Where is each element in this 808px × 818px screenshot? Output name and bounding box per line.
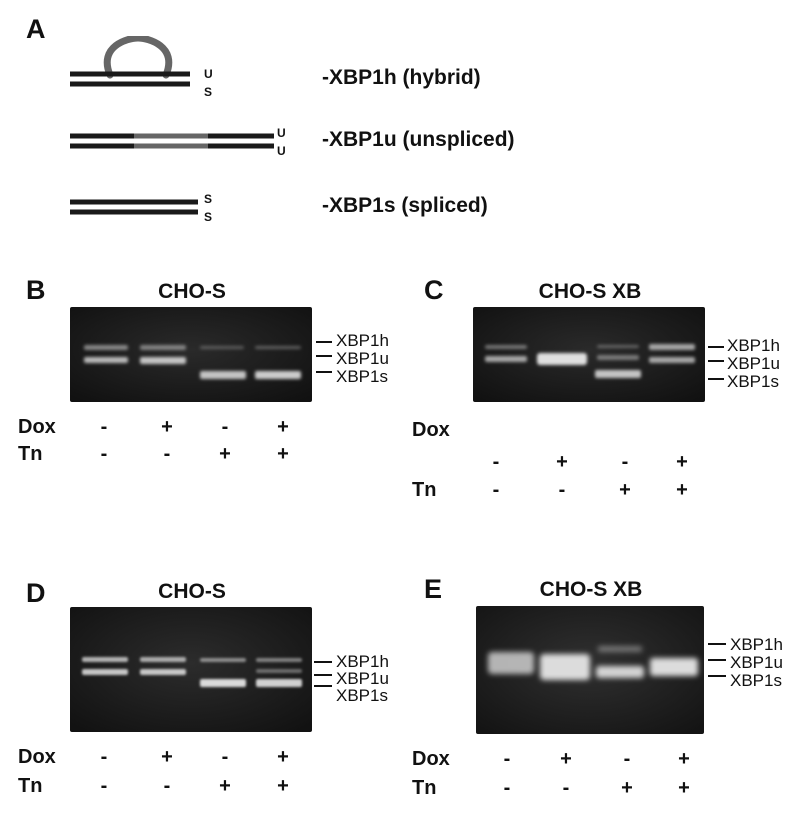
- dox-c-lane1: -: [492, 451, 500, 473]
- dox-label-e: Dox: [412, 748, 450, 770]
- dox-b-lane2: +: [161, 416, 173, 438]
- tn-c-lane2: -: [558, 479, 566, 501]
- tn-label-b: Tn: [18, 443, 43, 465]
- schema-hybrid-label: -XBP1h (hybrid): [322, 66, 481, 89]
- tn-d-lane3: +: [219, 775, 231, 797]
- tn-b-lane3: +: [219, 443, 231, 465]
- band-label-d-xbp1u: XBP1u: [336, 669, 389, 688]
- gel-image-b: [70, 307, 312, 402]
- dox-e-lane1: -: [503, 748, 511, 770]
- tn-d-lane1: -: [100, 775, 108, 797]
- band-label-e-xbp1h: XBP1h: [730, 635, 783, 654]
- dox-label-b: Dox: [18, 416, 56, 438]
- dox-b-lane3: -: [221, 416, 229, 438]
- tn-label-c: Tn: [412, 479, 437, 501]
- band-ticks-b: [316, 341, 332, 373]
- panel-c-title: CHO-S XB: [538, 280, 642, 303]
- band-label-e-xbp1u: XBP1u: [730, 653, 783, 672]
- schema-spliced-icon: [70, 199, 198, 215]
- band-label-b-xbp1s: XBP1s: [336, 367, 388, 386]
- band-ticks-d: [314, 661, 332, 687]
- gel-image-d: [70, 607, 312, 732]
- tn-b-lane2: -: [163, 443, 171, 465]
- band-label-d-xbp1s: XBP1s: [336, 686, 388, 705]
- dox-label-d: Dox: [18, 746, 56, 768]
- dox-e-lane3: -: [623, 748, 631, 770]
- dox-label-c: Dox: [412, 419, 450, 441]
- tn-c-lane4: +: [676, 479, 688, 501]
- tn-b-lane4: +: [277, 443, 289, 465]
- dox-d-lane3: -: [221, 746, 229, 768]
- gel-image-e: [476, 606, 704, 734]
- schema-hybrid-top-end: U: [204, 67, 213, 81]
- schema-hybrid-bottom-end: S: [204, 85, 213, 99]
- dox-d-lane2: +: [161, 746, 173, 768]
- dox-c-lane4: +: [676, 451, 688, 473]
- schema-unspliced-icon: [70, 133, 274, 149]
- tn-b-lane1: -: [100, 443, 108, 465]
- tn-e-lane1: -: [503, 777, 511, 799]
- dox-b-lane1: -: [100, 416, 108, 438]
- dox-e-lane2: +: [560, 748, 572, 770]
- band-ticks-c: [708, 346, 724, 380]
- tn-label-e: Tn: [412, 777, 437, 799]
- schema-spliced-top-end: S: [204, 192, 213, 206]
- schema-spliced-label: -XBP1s (spliced): [322, 194, 488, 217]
- schema-unspliced-label: -XBP1u (unspliced): [322, 128, 515, 151]
- band-label-c-xbp1h: XBP1h: [727, 336, 780, 355]
- dox-e-lane4: +: [678, 748, 690, 770]
- gel-image-c: [473, 307, 705, 402]
- tn-e-lane3: +: [621, 777, 633, 799]
- schema-unspliced-top-end: U: [277, 126, 286, 140]
- panel-b-title: CHO-S: [158, 280, 226, 303]
- tn-label-d: Tn: [18, 775, 43, 797]
- band-ticks-e: [708, 643, 726, 677]
- tn-c-lane3: +: [619, 479, 631, 501]
- band-label-c-xbp1u: XBP1u: [727, 354, 780, 373]
- tn-c-lane1: -: [492, 479, 500, 501]
- schema-spliced-bottom-end: S: [204, 210, 213, 224]
- band-label-b-xbp1h: XBP1h: [336, 331, 389, 350]
- panel-a-letter: A: [26, 14, 46, 44]
- panel-b-letter: B: [26, 275, 46, 305]
- schema-unspliced-bottom-end: U: [277, 144, 286, 158]
- schema-hybrid-icon: [70, 36, 190, 87]
- panel-d-letter: D: [26, 578, 46, 608]
- panel-d-title: CHO-S: [158, 580, 226, 603]
- band-label-b-xbp1u: XBP1u: [336, 349, 389, 368]
- band-label-c-xbp1s: XBP1s: [727, 372, 779, 391]
- dox-c-lane2: +: [556, 451, 568, 473]
- dox-d-lane4: +: [277, 746, 289, 768]
- panel-e-letter: E: [424, 574, 443, 604]
- band-label-e-xbp1s: XBP1s: [730, 671, 782, 690]
- tn-e-lane2: -: [562, 777, 570, 799]
- tn-d-lane4: +: [277, 775, 289, 797]
- panel-c-letter: C: [424, 275, 444, 305]
- tn-d-lane2: -: [163, 775, 171, 797]
- panel-e-title: CHO-S XB: [539, 578, 643, 601]
- dox-b-lane4: +: [277, 416, 289, 438]
- tn-e-lane4: +: [678, 777, 690, 799]
- dox-c-lane3: -: [621, 451, 629, 473]
- band-label-d-xbp1h: XBP1h: [336, 652, 389, 671]
- dox-d-lane1: -: [100, 746, 108, 768]
